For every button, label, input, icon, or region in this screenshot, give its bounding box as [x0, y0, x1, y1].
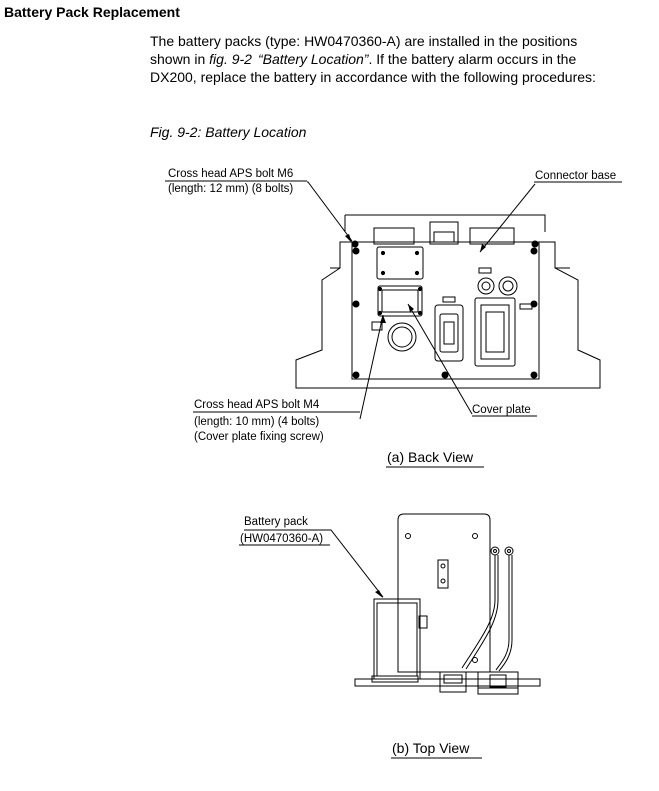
body-line-1: The battery packs (type: HW0470360-A) ar… [150, 33, 578, 49]
label-connector-base: Connector base [535, 170, 617, 182]
label-cover-plate: Cover plate [472, 404, 531, 416]
body-line-2: shown in fig. 9-2 “Battery Location”. If … [150, 50, 576, 68]
back-view-drawing [165, 180, 622, 420]
label-m4-bolt-detail: (length: 10 mm) (4 bolts) [194, 416, 320, 428]
top-view-drawing [239, 513, 541, 695]
section-heading: Battery Pack Replacement [4, 4, 180, 20]
label-m6-bolt: Cross head APS bolt M6 [168, 168, 294, 180]
label-battery-type: (HW0470360-A) [240, 533, 324, 545]
figure-reference: fig. 9-2 [209, 51, 252, 67]
figure-caption: Fig. 9-2: Battery Location [150, 124, 307, 140]
body-line-2-suffix: . If the battery alarm occurs in the [368, 51, 577, 67]
body-line-2-prefix: shown in [150, 51, 210, 67]
label-battery-pack: Battery pack [244, 516, 308, 528]
label-m4-bolt-note: (Cover plate fixing screw) [194, 431, 324, 443]
label-m6-bolt-detail: (length: 12 mm) (8 bolts) [168, 183, 294, 195]
top-view-caption: (b) Top View [392, 740, 470, 756]
body-line-3: DX200, replace the battery in accordance… [150, 69, 596, 85]
label-m4-bolt: Cross head APS bolt M4 [194, 399, 320, 411]
back-view-caption: (a) Back View [387, 449, 474, 465]
figure-reference-title: “Battery Location” [257, 51, 369, 67]
